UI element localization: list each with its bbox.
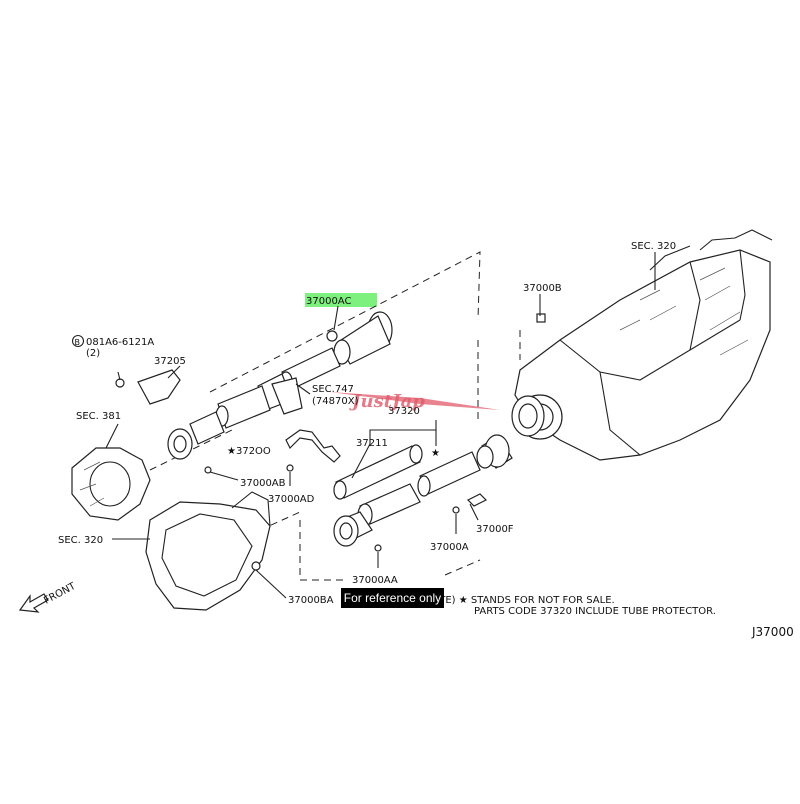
- diagram-code: J37000: [751, 625, 794, 639]
- label-sec-747-sub: (74870X): [312, 396, 359, 407]
- label-37211: 37211: [356, 438, 388, 449]
- circled-b-icon: [71, 334, 85, 348]
- label-sec-320-bottom: SEC. 320: [58, 535, 103, 546]
- star-marker: ★: [431, 448, 440, 459]
- label-sec-381: SEC. 381: [76, 411, 121, 422]
- label-37000f: 37000F: [476, 524, 514, 535]
- label-37000ad: 37000AD: [268, 494, 315, 505]
- label-37000a: 37000A: [430, 542, 469, 553]
- label-sec-747: SEC.747: [312, 384, 354, 395]
- label-bolt-code: 081A6-6121A: [86, 337, 154, 348]
- leader-lines: [105, 252, 656, 599]
- reference-only-badge: For reference only: [341, 588, 444, 608]
- label-37000aa: 37000AA: [352, 575, 398, 586]
- label-front: FRONT: [42, 580, 78, 606]
- label-37000ab: 37000AB: [240, 478, 286, 489]
- tube-protector: [333, 444, 423, 500]
- label-37000b: 37000B: [523, 283, 562, 294]
- label-circled-b: B: [75, 338, 81, 347]
- bolts: [204, 313, 546, 552]
- label-bolt-qty: (2): [86, 348, 100, 359]
- note-line-2: PARTS CODE 37320 INCLUDE TUBE PROTECTOR.: [474, 606, 716, 617]
- front-propeller-shaft: [167, 311, 393, 460]
- label-37320: 37320: [388, 406, 420, 417]
- front-arrow: [18, 593, 49, 613]
- assembly-boundary: [149, 251, 521, 581]
- bell-housing: [145, 491, 271, 611]
- label-37200: ★372OO: [227, 446, 271, 457]
- watermark-text: JustJap: [349, 391, 425, 412]
- label-sec-320-top: SEC. 320: [631, 241, 676, 252]
- rear-propeller-shaft: [333, 434, 513, 547]
- part-highlight: [305, 293, 377, 307]
- bracket-37205: [115, 369, 181, 405]
- label-37000ac: 37000AC: [306, 296, 351, 307]
- watermark-logo: JustJap: [330, 391, 500, 412]
- label-37205: 37205: [154, 356, 186, 367]
- heat-insulator-bracket: [285, 429, 341, 463]
- note-line-1: (NOTE) ★ STANDS FOR NOT FOR SALE.: [420, 595, 615, 606]
- transmission-housing-rear: [511, 229, 773, 461]
- label-37000ba: 37000BA: [288, 595, 334, 606]
- differential-housing: [71, 447, 151, 521]
